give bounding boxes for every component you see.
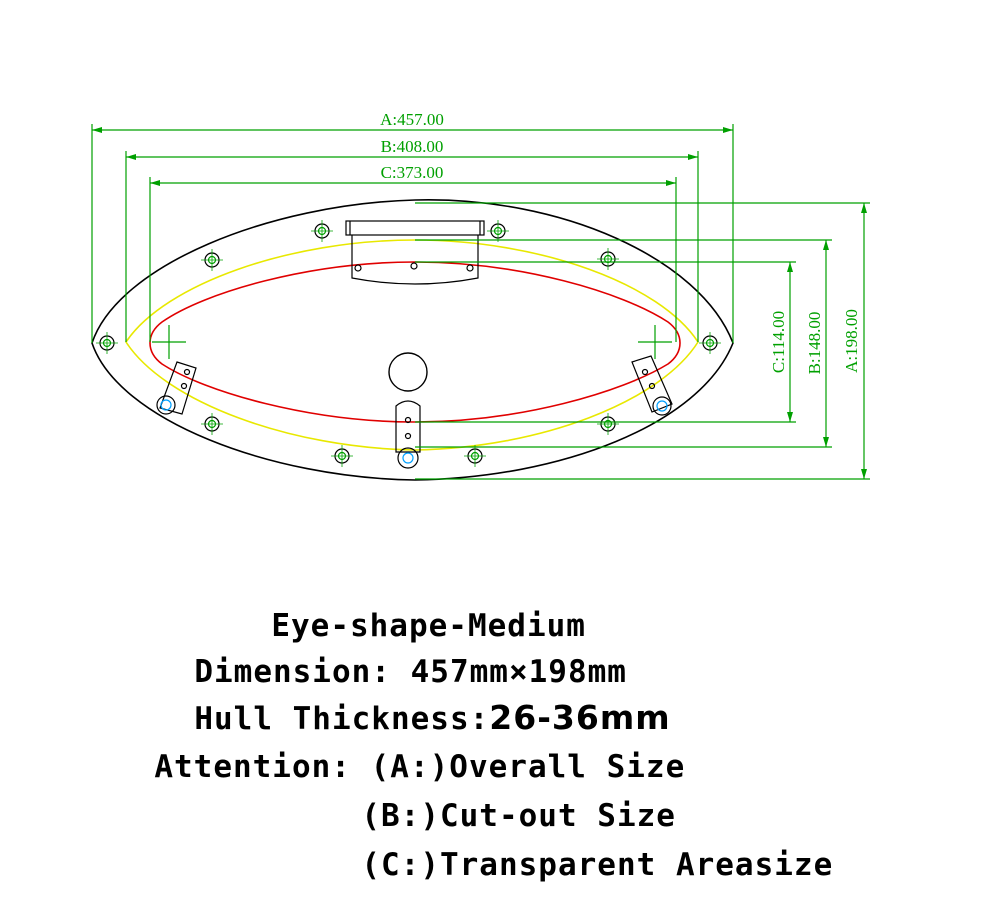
dimension-arrows xyxy=(92,127,867,479)
bolt-hole xyxy=(487,220,509,242)
transparent-height-label: C:114.00 xyxy=(769,311,788,373)
bolt-hole xyxy=(597,413,619,435)
bolt-hole xyxy=(201,413,223,435)
bolt-hole xyxy=(464,445,486,467)
transparent-width-label: C:373.00 xyxy=(381,163,444,182)
bolt-hole xyxy=(597,248,619,270)
attention-a: (A:)Overall Size xyxy=(370,749,686,785)
center-vent-circle xyxy=(388,352,428,392)
porthole-technical-drawing: A:457.00 B:408.00 C:373.00 A:198.00 B:14… xyxy=(91,110,870,481)
hinge-bracket xyxy=(345,220,485,285)
dimension-line: Dimension: 457mm×198mm xyxy=(155,618,627,690)
attention-line: Attention: (A:)Overall Size xyxy=(115,713,685,785)
bolt-hole xyxy=(331,445,353,467)
latch-handles xyxy=(156,355,673,469)
bolt-hole xyxy=(699,332,721,354)
overall-height-label: A:198.00 xyxy=(842,309,861,373)
bolt-hole xyxy=(96,332,118,354)
bolt-hole xyxy=(311,220,333,242)
attention-c-line: (C:)Transparent Areasize xyxy=(322,811,833,883)
model-name-text: Eye-shape-Medium xyxy=(271,608,586,644)
bolt-hole xyxy=(201,249,223,271)
hull-thickness-value: 26-36mm xyxy=(489,698,671,737)
model-name: Eye-shape-Medium xyxy=(232,572,586,644)
attention-b-line: (B:)Cut-out Size xyxy=(322,762,676,834)
cutout-width-label: B:408.00 xyxy=(381,137,444,156)
cutout-height-label: B:148.00 xyxy=(805,312,824,375)
bolt-holes xyxy=(96,220,721,467)
transparent-area-outline xyxy=(149,261,681,423)
overall-outline xyxy=(91,199,734,481)
dimension-value: 457mm×198mm xyxy=(410,654,627,690)
hull-thickness-label: Hull Thickness: xyxy=(194,701,490,737)
crosshair-markers xyxy=(152,325,672,359)
attention-label: Attention: xyxy=(154,749,351,785)
dimension-lines xyxy=(91,124,870,480)
attention-c: (C:)Transparent Areasize xyxy=(361,847,834,883)
attention-b: (B:)Cut-out Size xyxy=(361,798,676,834)
dimension-label: Dimension: xyxy=(194,654,391,690)
overall-width-label: A:457.00 xyxy=(380,110,444,129)
hull-thickness-line: Hull Thickness:26-36mm xyxy=(155,664,671,738)
